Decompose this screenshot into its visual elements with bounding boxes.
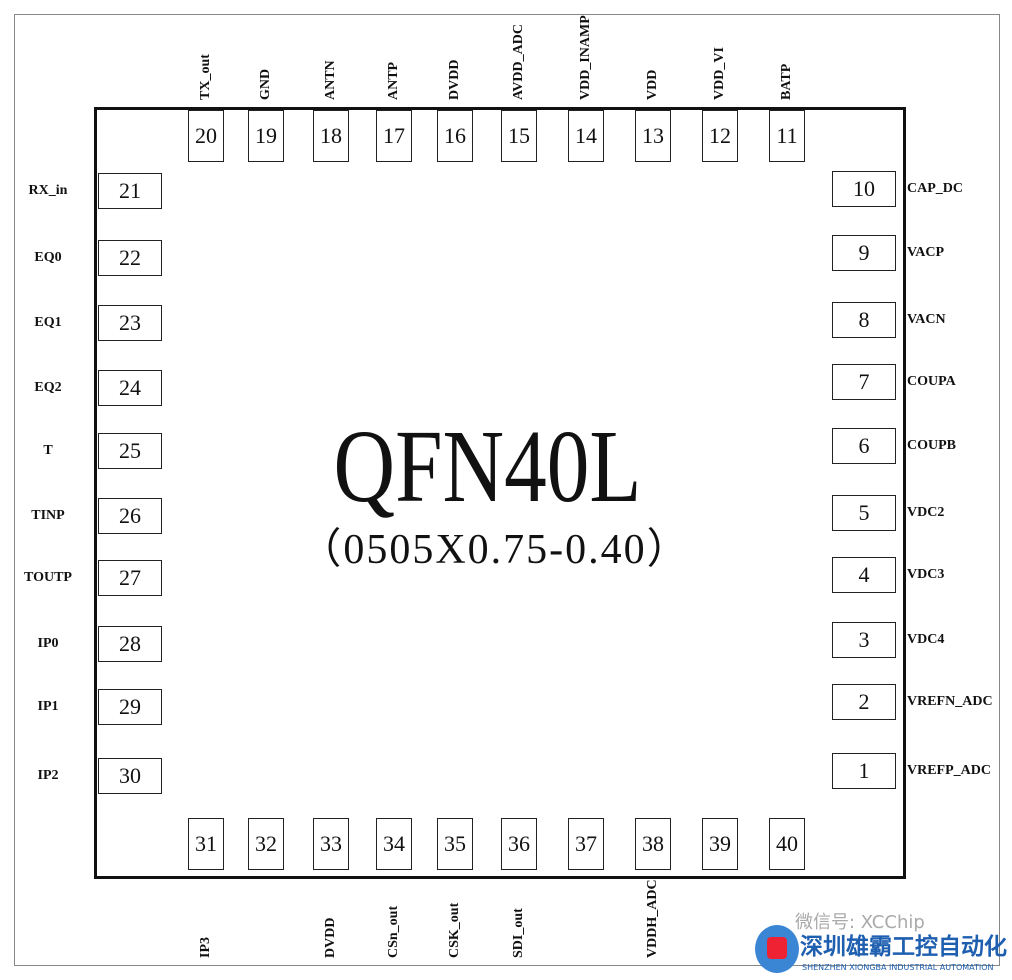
watermark-wechat: 微信号: XCChip [795,912,925,933]
pin-31: 31 [188,818,224,870]
pin-36: 36 [501,818,537,870]
pin-4: 4 [832,557,896,593]
pin-7: 7 [832,364,896,400]
pin-11: 11 [769,110,805,162]
pin-39: 39 [702,818,738,870]
pin-label-14: VDD_INAMP [578,15,593,100]
pin-6: 6 [832,428,896,464]
pin-19: 19 [248,110,284,162]
pin-label-31: IP3 [198,937,213,958]
pin-40: 40 [769,818,805,870]
pin-label-19: GND [258,68,273,100]
pin-3: 3 [832,622,896,658]
pin-29: 29 [98,689,162,725]
pin-2: 2 [832,684,896,720]
pin-27: 27 [98,560,162,596]
pin-20: 20 [188,110,224,162]
pin-label-9: VACP [907,245,945,260]
pin-label-38: VDDH_ADC [645,879,660,958]
pin-label-6: COUPB [907,438,956,453]
pin-label-21: RX_in [28,183,68,198]
diagram-frame [14,14,1000,966]
pin-38: 38 [635,818,671,870]
pin-label-35: CSK_out [447,902,462,958]
pin-label-11: BATP [779,63,794,100]
pin-14: 14 [568,110,604,162]
pin-label-10: CAP_DC [907,181,963,196]
pin-32: 32 [248,818,284,870]
pin-label-17: ANTP [386,61,401,100]
pin-15: 15 [501,110,537,162]
pin-22: 22 [98,240,162,276]
pin-label-7: COUPA [907,374,956,389]
pin-label-36: SDI_out [511,908,526,958]
pin-label-25: T [43,443,53,458]
pin-label-18: ANTN [323,60,338,100]
pin-label-20: TX_out [198,54,213,100]
watermark-company: 深圳雄霸工控自动化 [800,934,1007,960]
pin-34: 34 [376,818,412,870]
pin-label-8: VACN [907,312,946,327]
pin-label-15: AVDD_ADC [511,24,526,100]
pin-25: 25 [98,433,162,469]
pin-8: 8 [832,302,896,338]
pin-label-24: EQ2 [34,380,62,395]
pin-23: 23 [98,305,162,341]
pin-35: 35 [437,818,473,870]
pin-9: 9 [832,235,896,271]
chip-body [94,107,906,879]
pin-30: 30 [98,758,162,794]
pin-label-12: VDD_VI [712,47,727,100]
pin-label-13: VDD [645,69,660,100]
watermark-company-en: SHENZHEN XIONGBA INDUSTRIAL AUTOMATION [802,963,994,972]
package-title: QFN40L [333,409,642,524]
pin-label-34: CSn_out [386,905,401,958]
pin-label-3: VDC4 [907,632,945,647]
package-subtitle: （0505X0.75-0.40） [299,527,691,573]
pin-28: 28 [98,626,162,662]
pin-label-28: IP0 [37,636,59,651]
pin-21: 21 [98,173,162,209]
pin-label-2: VREFN_ADC [907,694,993,709]
pin-33: 33 [313,818,349,870]
pin-label-33: DVDD [323,917,338,958]
company-logo-icon [755,925,799,973]
pin-label-29: IP1 [37,699,59,714]
pin-37: 37 [568,818,604,870]
pin-label-4: VDC3 [907,567,945,582]
pin-10: 10 [832,171,896,207]
watermark: 微信号: XCChip 深圳雄霸工控自动化 SHENZHEN XIONGBA I… [755,913,1010,977]
pin-13: 13 [635,110,671,162]
pin-18: 18 [313,110,349,162]
pin-16: 16 [437,110,473,162]
pin-label-22: EQ0 [34,250,62,265]
pin-label-16: DVDD [447,59,462,100]
pin-label-27: TOUTP [24,570,72,585]
pin-label-1: VREFP_ADC [907,763,991,778]
pin-label-5: VDC2 [907,505,945,520]
pin-24: 24 [98,370,162,406]
pin-5: 5 [832,495,896,531]
pin-label-23: EQ1 [34,315,62,330]
pin-17: 17 [376,110,412,162]
pin-label-30: IP2 [37,768,59,783]
pin-label-26: TINP [31,508,65,523]
pin-12: 12 [702,110,738,162]
pin-1: 1 [832,753,896,789]
pin-26: 26 [98,498,162,534]
